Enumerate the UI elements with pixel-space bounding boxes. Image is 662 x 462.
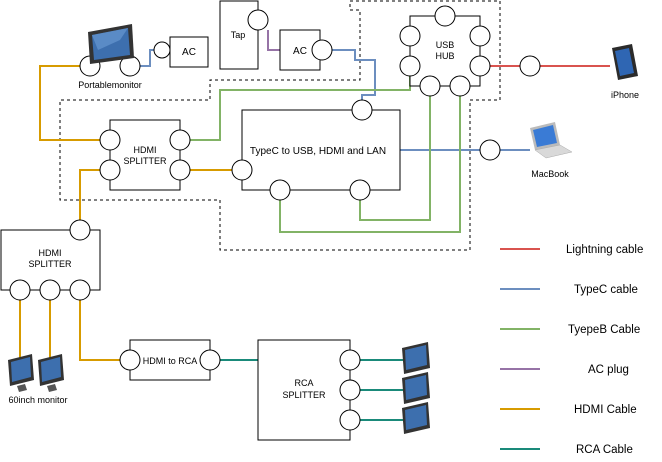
typeb-cable-hub-adapter-1	[359, 86, 431, 221]
hdmi-splitter-left-label-2: SPLITTER	[28, 259, 72, 269]
port-adapter-bottom-2	[349, 179, 371, 201]
tv-monitor-label: 60inch monitor	[8, 395, 67, 405]
monitor-icon	[402, 402, 430, 434]
hdmi-to-rca-box	[129, 339, 211, 381]
port-adapter-left	[231, 159, 253, 181]
port-split-top-1	[99, 129, 121, 151]
port-rca-out-2	[339, 379, 361, 401]
port-tap	[247, 9, 269, 31]
laptop-icon	[530, 122, 573, 159]
hdmi-cable-monitor-splitter	[39, 65, 110, 141]
port-hub-bottom-2	[449, 75, 471, 97]
ac-plug-line	[267, 30, 282, 51]
port-split-top-4	[169, 159, 191, 181]
port-split-top-3	[99, 159, 121, 181]
port-ac-right	[311, 39, 333, 61]
ac-right-label: AC	[293, 46, 307, 57]
legend-label-lightning: Lightning cable	[566, 244, 643, 256]
port-rca-out-1	[339, 349, 361, 371]
ac-box-left	[169, 36, 209, 68]
legend-label-hdmi: HDMI Cable	[574, 404, 637, 416]
hdmi-splitter-top-label-2: SPLITTER	[123, 156, 167, 166]
hdmi-to-rca-label: HDMI to RCA	[143, 356, 198, 366]
hdmi-splitter-left-label-1: HDMI	[39, 248, 62, 258]
port-hub-right-1	[469, 25, 491, 47]
usb-hub-label-1: USB	[436, 40, 455, 50]
monitor-icon	[38, 354, 64, 392]
legend-label-rca: RCA Cable	[576, 444, 633, 456]
phone-icon	[612, 44, 638, 80]
port-hub-left-1	[399, 25, 421, 47]
rca-splitter-label-1: RCA	[294, 378, 313, 388]
dashed-boundary	[59, 0, 501, 251]
port-iphone	[519, 55, 541, 77]
port-hub-bottom-1	[419, 75, 441, 97]
ac-left-label: AC	[182, 47, 196, 58]
portable-monitor-label: Portablemonitor	[78, 80, 142, 90]
legend-label-ac: AC plug	[588, 364, 629, 376]
macbook-label: MacBook	[531, 169, 569, 179]
port-adapter-bottom-1	[269, 179, 291, 201]
legend-label-typec: TypeC cable	[574, 284, 638, 296]
port-split-left-1	[9, 279, 31, 301]
hdmi-cable-to-rca	[79, 290, 130, 361]
port-adapter-top	[351, 99, 373, 121]
tap-label: Tap	[231, 30, 246, 40]
port-ac-left	[153, 41, 171, 59]
monitor-icon	[402, 342, 430, 374]
typec-adapter-box	[241, 109, 401, 191]
port-split-top-2	[169, 129, 191, 151]
legend: Lightning cable TypeC cable TyepeB Cable…	[500, 244, 643, 456]
legend-label-typeb: TyepeB Cable	[568, 324, 640, 336]
port-hub-right-2	[469, 55, 491, 77]
usb-hub-label-2: HUB	[435, 51, 454, 61]
port-rca-out-3	[339, 409, 361, 431]
typec-adapter-label: TypeC to USB, HDMI and LAN	[250, 146, 386, 157]
hdmi-splitter-top-label-1: HDMI	[134, 145, 157, 155]
rca-splitter-label-2: SPLITTER	[282, 390, 326, 400]
monitor-icon	[88, 24, 134, 64]
port-hdmi-rca-in	[119, 349, 141, 371]
iphone-label: iPhone	[611, 90, 639, 100]
hdmi-splitter-top-box	[109, 119, 181, 191]
port-split-left-3	[69, 279, 91, 301]
port-hub-top	[434, 5, 456, 27]
monitor-icon	[8, 354, 34, 392]
port-split-left-top	[69, 219, 91, 241]
typeb-cable-hub-adapter-2	[279, 86, 461, 233]
port-split-left-2	[39, 279, 61, 301]
port-hdmi-rca-out	[199, 349, 221, 371]
port-macbook	[479, 139, 501, 161]
typec-cable-ac-hub	[322, 49, 376, 110]
monitor-icon	[402, 372, 430, 404]
port-hub-left-2	[399, 55, 421, 77]
